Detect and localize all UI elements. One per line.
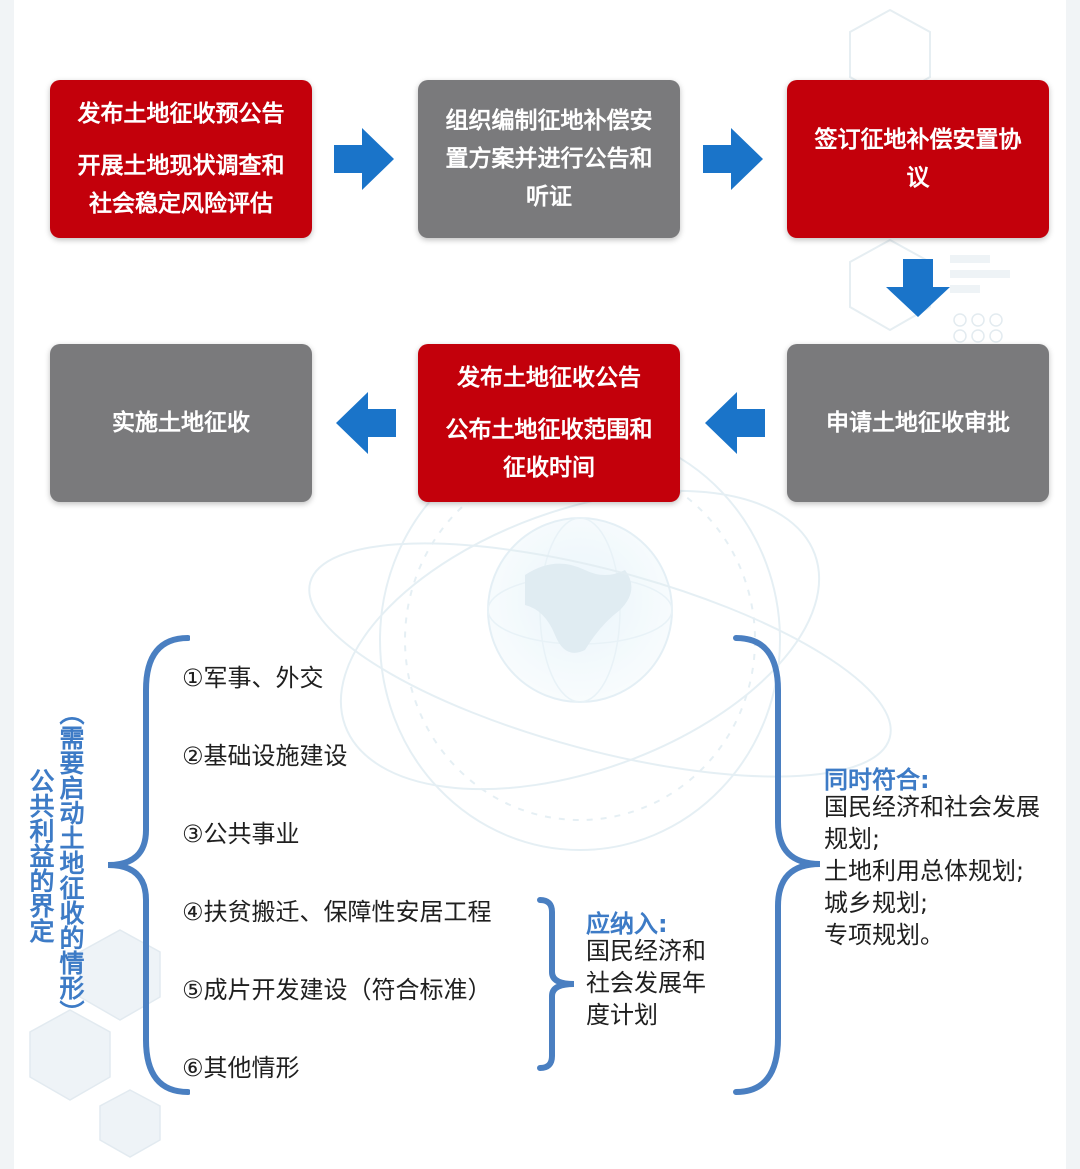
globe-icon bbox=[487, 517, 673, 703]
label-expropriation-cases: （需要启动土地征收的情形） bbox=[56, 700, 85, 1025]
arrow-right-icon bbox=[703, 128, 763, 190]
step6-line1: 实施土地征收 bbox=[112, 410, 250, 436]
item-other: ⑥其他情形 bbox=[182, 1054, 300, 1082]
include-line-1: 国民经济和 bbox=[586, 937, 706, 965]
arrow-left-icon bbox=[336, 392, 396, 454]
step5-line1: 发布土地征收公告 bbox=[457, 365, 641, 391]
arrow-right-icon bbox=[334, 128, 394, 190]
step2-line2: 置方案并进行公告和 bbox=[445, 146, 653, 172]
step-publish-announcement: 发布土地征收公告 公布土地征收范围和 征收时间 bbox=[418, 344, 680, 502]
item-area-development: ⑤成片开发建设（符合标准） bbox=[182, 976, 492, 1004]
include-heading: 应纳入: bbox=[586, 910, 668, 938]
include-line-2: 社会发展年 bbox=[586, 969, 706, 997]
item-military-diplomacy: ①军事、外交 bbox=[182, 664, 324, 692]
step-implement-expropriation: 实施土地征收 bbox=[50, 344, 312, 502]
step5-line3: 征收时间 bbox=[503, 455, 595, 481]
step3-line2: 议 bbox=[906, 165, 930, 191]
left-brace bbox=[107, 635, 190, 1095]
step4-line1: 申请土地征收审批 bbox=[826, 410, 1010, 436]
item-poverty-relocation: ④扶贫搬迁、保障性安居工程 bbox=[182, 898, 492, 926]
label-public-interest: 公共利益的界定 bbox=[26, 768, 55, 943]
step-compile-compensation-plan: 组织编制征地补偿安 置方案并进行公告和 听证 bbox=[418, 80, 680, 238]
conform-heading: 同时符合: bbox=[824, 766, 930, 794]
conform-line-3: 土地利用总体规划; bbox=[824, 857, 1025, 885]
step5-line2: 公布土地征收范围和 bbox=[445, 417, 653, 443]
step2-line3: 听证 bbox=[526, 184, 572, 210]
step-apply-approval: 申请土地征收审批 bbox=[787, 344, 1049, 502]
conform-line-2: 规划; bbox=[824, 825, 881, 853]
include-line-3: 度计划 bbox=[586, 1001, 658, 1029]
step3-line1: 签订征地补偿安置协 bbox=[814, 127, 1022, 153]
arrow-left-icon bbox=[705, 392, 765, 454]
middle-brace bbox=[537, 897, 575, 1071]
conform-line-4: 城乡规划; bbox=[824, 889, 929, 917]
step1-line2: 开展土地现状调查和 bbox=[77, 153, 285, 179]
item-infrastructure: ②基础设施建设 bbox=[182, 742, 348, 770]
step-sign-agreement: 签订征地补偿安置协 议 bbox=[787, 80, 1049, 238]
step-publish-pre-announcement: 发布土地征收预公告 开展土地现状调查和 社会稳定风险评估 bbox=[50, 80, 312, 238]
right-brace bbox=[733, 635, 821, 1095]
conform-line-1: 国民经济和社会发展 bbox=[824, 793, 1040, 821]
step1-line1: 发布土地征收预公告 bbox=[77, 101, 285, 127]
conform-line-5: 专项规划。 bbox=[824, 921, 944, 949]
step2-line1: 组织编制征地补偿安 bbox=[445, 108, 653, 134]
arrow-down-icon bbox=[886, 259, 950, 317]
step1-line3: 社会稳定风险评估 bbox=[89, 191, 273, 217]
item-public-utilities: ③公共事业 bbox=[182, 820, 300, 848]
